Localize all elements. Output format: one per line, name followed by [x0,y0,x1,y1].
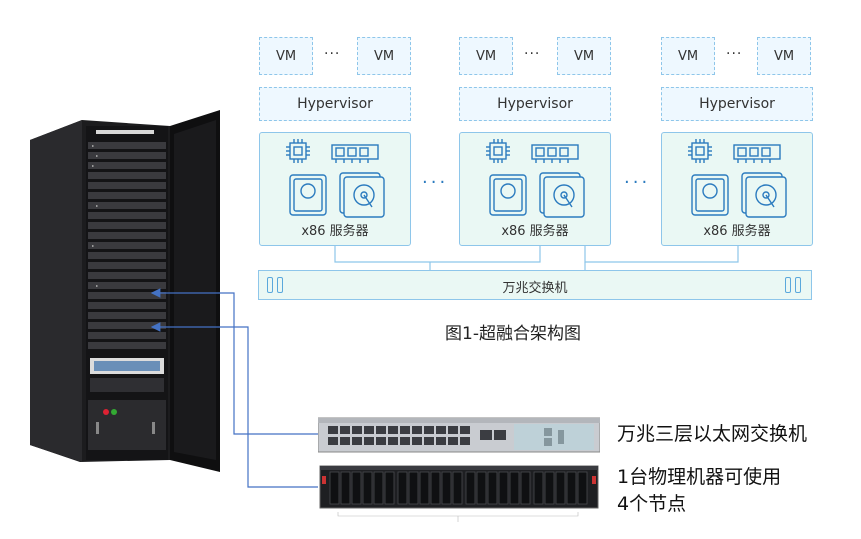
x86-server-label: x86 服务器 [501,224,569,239]
hypervisor-box: Hypervisor [259,87,411,121]
node-ellipsis: ··· [422,172,449,193]
vm-label: VM [275,48,297,64]
vm-box: VM [557,37,611,75]
vm-label: VM [373,48,395,64]
port-slot-icon [795,277,801,293]
port-slot-icon [785,277,791,293]
hypervisor-label: Hypervisor [699,96,775,112]
10g-switch-bar: 万兆交换机 [258,270,812,300]
server-components-icon [486,139,585,218]
server-description-line2: 4个节点 [617,493,687,515]
server-description-line1: 1台物理机器可使用 [617,466,782,488]
x86-server-box: x86 服务器 [459,132,611,246]
switch-hardware-image [318,417,600,453]
physical-server-image [319,465,599,522]
server-components-icon [688,139,787,218]
server-components-icon [286,139,385,218]
vm-box: VM [357,37,411,75]
hypervisor-box: Hypervisor [459,87,611,121]
hypervisor-label: Hypervisor [297,96,373,112]
x86-server-box: x86 服务器 [661,132,813,246]
vm-label: VM [475,48,497,64]
x86-server-box: x86 服务器 [259,132,411,246]
vm-ellipsis: ··· [726,46,743,62]
vm-ellipsis: ··· [324,46,341,62]
hypervisor-box: Hypervisor [661,87,813,121]
port-slot-icon [267,277,273,293]
vm-box: VM [459,37,513,75]
node-ellipsis: ··· [624,172,651,193]
x86-server-label: x86 服务器 [703,224,771,239]
vm-label: VM [677,48,699,64]
vm-box: VM [661,37,715,75]
vm-box: VM [757,37,811,75]
vm-label: VM [773,48,795,64]
vm-ellipsis: ··· [524,46,541,62]
diagram-caption: 图1-超融合架构图 [445,324,581,344]
vm-label: VM [573,48,595,64]
hypervisor-label: Hypervisor [497,96,573,112]
network-connection-lines [334,246,739,270]
port-slot-icon [277,277,283,293]
switch-description: 万兆三层以太网交换机 [617,423,808,445]
switch-label: 万兆交换机 [502,281,568,296]
x86-server-label: x86 服务器 [301,224,369,239]
vm-box: VM [259,37,313,75]
